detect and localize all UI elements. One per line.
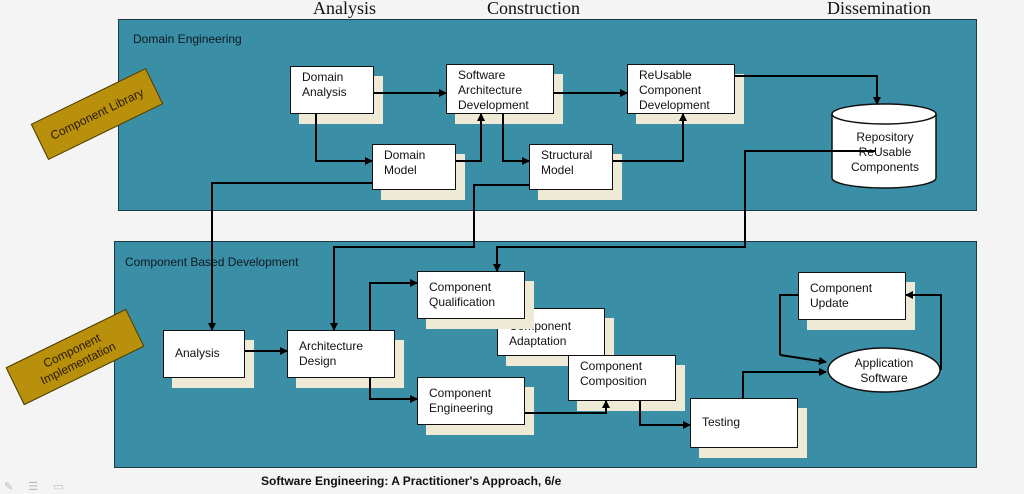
phase-dissemination-heading: Dissemination (827, 0, 931, 18)
domain-analysis-box: Domain Analysis (290, 66, 374, 114)
domain-model-box: Domain Model (372, 144, 456, 190)
component-engineering-box: Component Engineering (417, 377, 525, 425)
slide-toolbar[interactable]: ✎ ☰ ▭ (4, 481, 70, 493)
architecture-design-box: Architecture Design (287, 330, 395, 378)
component-adaptation-box: Component Adaptation (497, 308, 605, 356)
component-composition-box: Component Composition (568, 355, 676, 401)
software-architecture-box: Software Architecture Development (446, 64, 554, 114)
component-based-development-title: Component Based Development (125, 255, 299, 269)
testing-box: Testing (690, 398, 798, 448)
domain-engineering-title: Domain Engineering (133, 32, 242, 46)
source-caption: Software Engineering: A Practitioner's A… (261, 474, 562, 488)
phase-analysis-heading: Analysis (313, 0, 376, 18)
analysis-box: Analysis (163, 330, 245, 378)
component-update-box: Component Update (798, 272, 906, 320)
repository-label: Repository ReUsable Components (850, 130, 920, 174)
application-software-label: Application Software (854, 356, 914, 385)
phase-construction-heading: Construction (487, 0, 580, 18)
reusable-component-box: ReUsable Component Development (627, 64, 735, 114)
structural-model-box: Structural Model (529, 144, 613, 190)
component-qualification-box: Component Qualification (417, 271, 525, 319)
